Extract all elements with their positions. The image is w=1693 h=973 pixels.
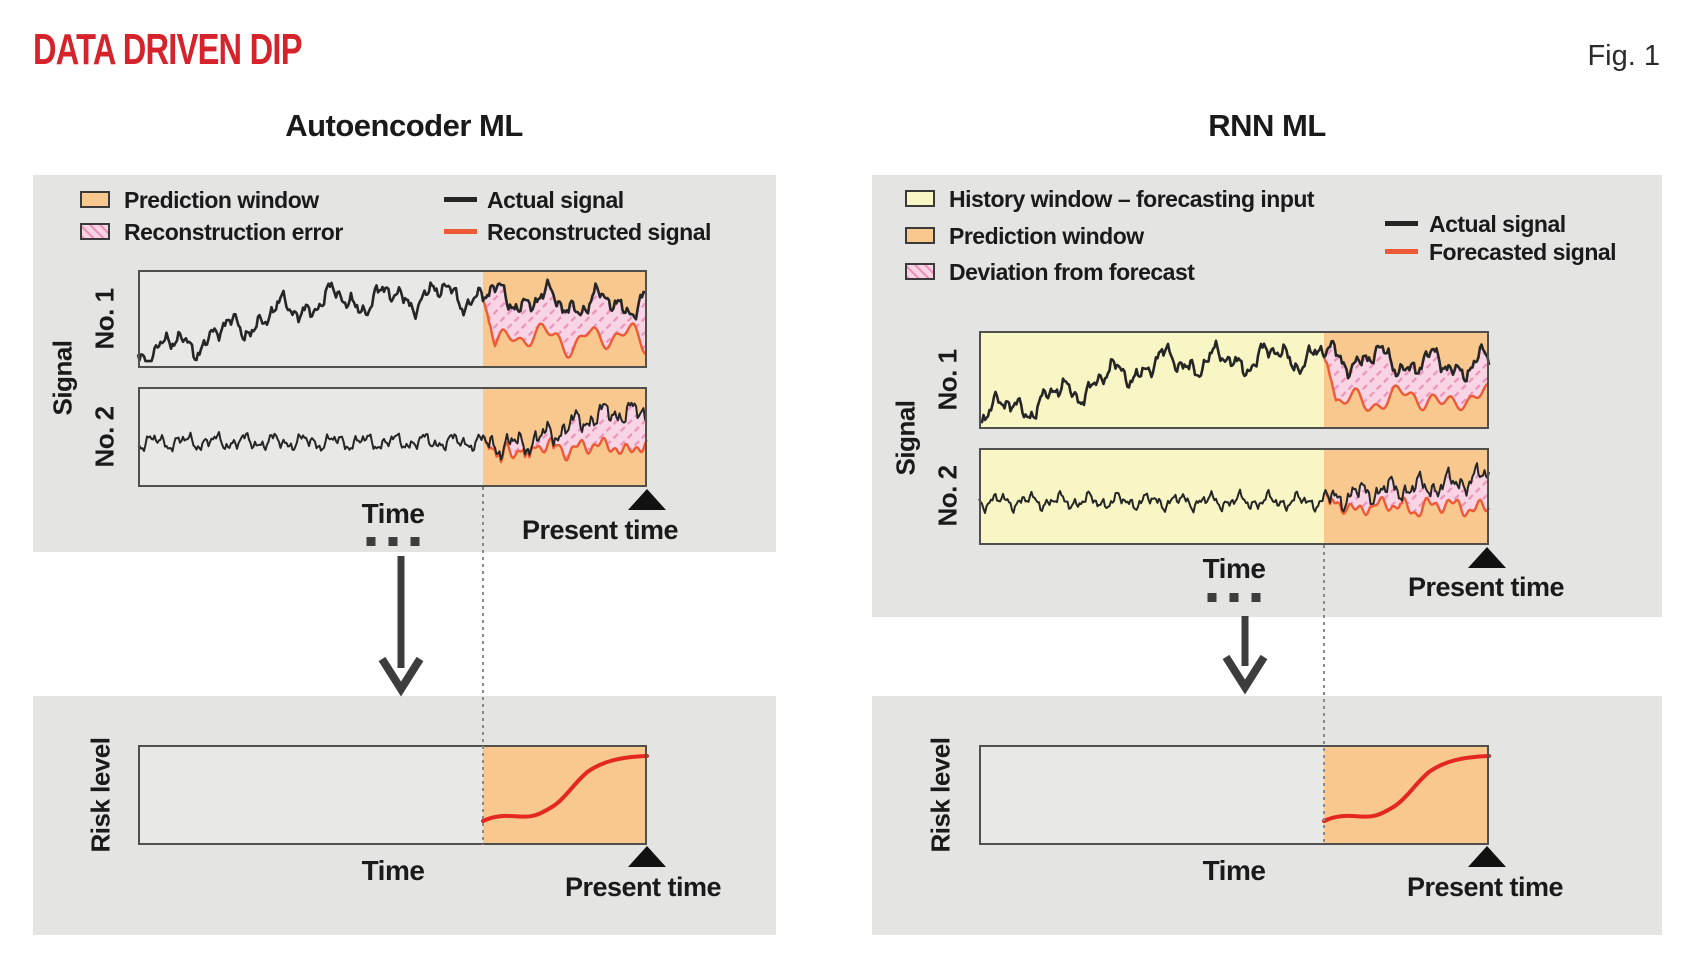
signal2-axis-label-text: No. 2 [89, 406, 120, 468]
ellipsis-dots [1207, 593, 1261, 602]
signal-axis-label-text: Signal [47, 340, 78, 416]
autoencoder-heading: Autoencoder ML [285, 108, 523, 143]
legend-label-actual-signal-rnn: Actual signal [1429, 211, 1566, 237]
risk-present-time-label: Present time [1406, 872, 1564, 902]
actual-signal-swatch [1385, 221, 1418, 226]
present-time-marker [1468, 846, 1506, 867]
legend-label-reconstruction-error: Reconstruction error [124, 219, 343, 245]
legend-label-forecasted-signal: Forecasted signal [1429, 239, 1617, 265]
rnn-heading: RNN ML [1208, 108, 1326, 143]
risk-axis-label-text: Risk level [925, 737, 956, 853]
flow-down-arrow-icon [378, 556, 424, 697]
page-title: DATA DRIVEN DIP [33, 25, 302, 74]
risk-time-axis-label: Time [361, 855, 425, 886]
present-time-label: Present time [1407, 572, 1565, 602]
deviation-swatch [905, 263, 935, 280]
rnn-signal1-plot [979, 331, 1491, 429]
signal1-axis-label-text: No. 1 [932, 349, 963, 411]
legend-label-prediction-window-rnn: Prediction window [949, 223, 1144, 249]
risk-present-time-label: Present time [564, 872, 722, 902]
rnn-risk-plot [979, 745, 1491, 845]
time-axis-label: Time [361, 498, 425, 529]
present-time-marker [628, 489, 666, 510]
autoencoder-signal1-plot [136, 270, 647, 368]
legend-label-deviation: Deviation from forecast [949, 259, 1195, 285]
autoencoder-risk-plot [138, 745, 649, 845]
legend-label-reconstructed-signal: Reconstructed signal [487, 219, 711, 245]
present-time-marker [628, 846, 666, 867]
risk-time-axis-label: Time [1202, 855, 1266, 886]
signal-axis-label-text: Signal [890, 400, 921, 476]
present-window-guide-line [482, 487, 484, 845]
actual-signal-swatch [444, 197, 477, 202]
legend-label-actual-signal: Actual signal [487, 187, 624, 213]
flow-down-arrow-icon [1222, 616, 1268, 695]
legend-label-prediction-window: Prediction window [124, 187, 319, 213]
reconstructed-signal-swatch [444, 229, 477, 234]
legend-label-history-window: History window – forecasting input [949, 186, 1315, 212]
prediction-window-swatch [905, 227, 935, 244]
time-axis-label: Time [1202, 553, 1266, 584]
forecasted-signal-swatch [1385, 249, 1418, 254]
risk-axis-label-text: Risk level [85, 737, 116, 853]
present-time-label: Present time [521, 515, 679, 545]
reconstruction-error-swatch [80, 223, 110, 240]
figure-label: Fig. 1 [1587, 40, 1660, 72]
present-window-guide-line [1323, 545, 1325, 845]
prediction-window-swatch [80, 191, 110, 208]
rnn-signal2-plot [978, 448, 1491, 545]
autoencoder-signal2-plot [137, 387, 648, 487]
ellipsis-dots [366, 537, 420, 546]
history-window-swatch [905, 190, 935, 207]
signal1-axis-label-text: No. 1 [89, 288, 120, 350]
present-time-marker [1468, 547, 1506, 568]
signal2-axis-label-text: No. 2 [932, 465, 963, 527]
